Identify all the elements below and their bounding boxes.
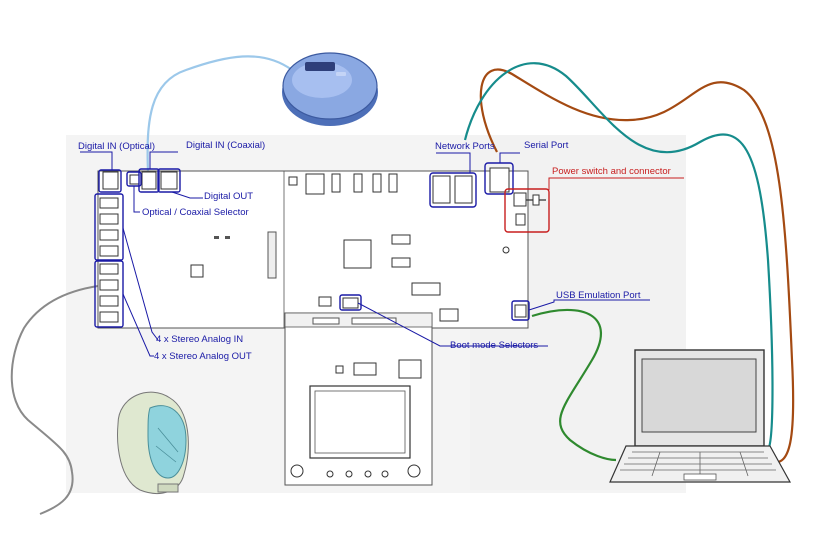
main-processor: [343, 239, 372, 269]
label-power-switch: Power switch and connector: [552, 166, 671, 177]
label-stereo-analog-in: 4 x Stereo Analog IN: [156, 334, 244, 345]
highlight-coaxial-in: [138, 168, 160, 193]
analog-out-connectors: [99, 263, 119, 323]
button: [326, 470, 334, 478]
small-chip: [318, 296, 332, 307]
cable-optical: [146, 55, 293, 173]
button: [381, 470, 389, 478]
barrel-socket: [288, 176, 298, 186]
speaker-base: [157, 483, 179, 493]
top-connectors: [305, 173, 398, 195]
leader-power: [548, 177, 684, 190]
mount-hole: [502, 246, 510, 254]
small-chip: [335, 365, 344, 374]
leader-lines: [80, 151, 650, 357]
audio-chip: [190, 264, 204, 278]
display-board: [284, 312, 433, 486]
highlight-digital-out: [157, 168, 181, 193]
laptop-keys: [620, 451, 776, 477]
cable-usb-green: [531, 308, 617, 462]
usb-port: [514, 304, 527, 318]
laptop-trackpad: [683, 473, 717, 481]
label-stereo-analog-out: 4 x Stereo Analog OUT: [154, 351, 252, 362]
button: [345, 470, 353, 478]
label-usb-emulation-port: USB Emulation Port: [556, 290, 641, 301]
button: [364, 470, 372, 478]
coaxial-in-connector: [141, 171, 157, 190]
network-port-right: [454, 175, 473, 204]
cable-audio-gray: [10, 285, 99, 515]
small-chip: [353, 362, 377, 376]
flash-chip: [391, 234, 411, 245]
highlight-boot-mode: [339, 294, 362, 311]
cd-player-button: [336, 72, 346, 76]
lcd-inner: [314, 390, 406, 454]
smd-part: [214, 236, 219, 239]
highlight-serial-port: [484, 162, 514, 195]
serial-port-connector: [489, 167, 510, 193]
highlight-optical-in: [98, 169, 122, 193]
main-board: [97, 167, 529, 329]
header-slot: [351, 317, 397, 325]
rotary-knob-left: [290, 464, 304, 478]
highlight-power: [504, 188, 550, 233]
laptop-screen: [641, 358, 757, 433]
laptop: [609, 349, 792, 483]
header-connector: [411, 282, 441, 296]
label-optical-coaxial-selector: Optical / Coaxial Selector: [142, 207, 249, 218]
cd-player: [282, 52, 378, 126]
rotary-knob-right: [407, 464, 421, 478]
power-connector: [513, 192, 527, 207]
label-digital-in-optical: Digital IN (Optical): [78, 141, 156, 152]
optical-in-connector: [102, 171, 119, 190]
speaker-grille: [147, 405, 187, 479]
cable-network-teal: [463, 62, 774, 451]
power-plug: [532, 194, 540, 206]
analog-in-connectors: [99, 197, 119, 257]
memory-chip: [391, 257, 411, 268]
highlight-network-ports: [429, 172, 477, 208]
small-chip: [398, 359, 422, 379]
power-switch: [515, 213, 526, 226]
side-connector: [267, 231, 277, 279]
power-regulator: [439, 308, 459, 322]
digital-out-connector: [160, 171, 178, 190]
coaxial-selector-switch: [129, 174, 140, 185]
boot-mode-switch: [342, 297, 359, 309]
label-network-ports: Network Ports: [435, 141, 495, 152]
speaker-grille-line: [155, 427, 179, 463]
cd-player-display: [305, 62, 335, 71]
header-slot: [312, 317, 340, 325]
highlight-usb: [511, 300, 530, 321]
label-serial-port: Serial Port: [524, 140, 569, 151]
cable-serial-brown: [479, 68, 795, 464]
network-port-left: [432, 175, 451, 204]
label-digital-in-coaxial: Digital IN (Coaxial): [186, 140, 266, 151]
label-boot-mode-selectors: Boot mode Selectors: [450, 340, 539, 351]
highlight-analog-in: [94, 193, 124, 261]
label-digital-out: Digital OUT: [204, 191, 254, 202]
speaker: [117, 391, 189, 494]
smd-part: [225, 236, 230, 239]
